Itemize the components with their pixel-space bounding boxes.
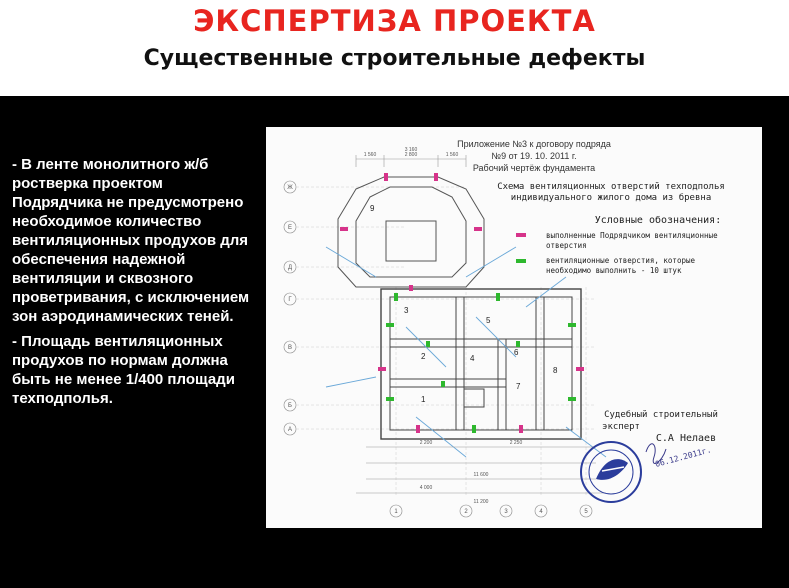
legend-title: Условные обозначения: (595, 214, 721, 226)
room-2: 2 (421, 352, 426, 361)
axis-label-3: 3 (504, 509, 508, 515)
room-numbers: 3 2 1 4 5 6 7 8 9 (370, 204, 558, 404)
room-7: 7 (516, 382, 521, 391)
legend-existing-line-2: отверстия (546, 241, 587, 250)
defects-text: - В ленте монолитного ж/б ростверка прое… (12, 155, 250, 414)
dim-top-3: 2 800 (405, 152, 418, 158)
dim-bottom-3: 4 000 (420, 485, 433, 491)
room-1: 3 (404, 306, 409, 315)
bay-foundation (337, 176, 485, 288)
room-8: 8 (553, 366, 558, 375)
legend-required-line-2: необходимо выполнить - 10 штук (546, 266, 682, 275)
room-9: 9 (370, 204, 375, 213)
appendix-line-3: Рабочий чертёж фундамента (473, 163, 595, 173)
axis-label-v: В (288, 345, 292, 351)
room-5: 5 (486, 316, 491, 325)
airflow-arrows (325, 246, 607, 458)
scheme-title-line-1: Схема вентиляционных отверстий техподпол… (497, 182, 725, 192)
legend-swatch-required (516, 259, 526, 263)
dim-top-1: 1 560 (364, 152, 377, 158)
expert-stamp (580, 441, 642, 503)
axis-label-a: А (288, 427, 292, 433)
dim-bottom-1: 2 200 (420, 440, 433, 446)
room-3: 1 (421, 395, 426, 404)
scheme-title-line-2: индивидуального жилого дома из бревна (511, 192, 711, 203)
dim-bottom-5: 11 200 (474, 499, 489, 505)
slide-header: ЭКСПЕРТИЗА ПРОЕКТА Существенные строител… (0, 0, 789, 96)
left-axis-markers: Ж Е Д Г В Б А (283, 180, 297, 436)
foundation-drawing: Приложение №3 к договору подряда №9 от 1… (266, 127, 762, 528)
axis-label-g: Г (288, 297, 292, 303)
dim-bottom-4: 11 600 (474, 472, 489, 478)
defect-item-area: - Площадь вентиляционных продухов по нор… (12, 333, 235, 407)
dim-bottom-2: 2 250 (510, 440, 523, 446)
expert-line-2: эксперт (602, 422, 640, 432)
appendix-line-2: №9 от 19. 10. 2011 г. (491, 151, 576, 161)
axis-label-e: Е (288, 225, 292, 231)
room-4: 4 (470, 354, 475, 363)
defect-item-ventilation: - В ленте монолитного ж/б ростверка прое… (12, 156, 250, 325)
axis-label-d: Д (288, 265, 292, 271)
bottom-axis-markers: 1 2 3 4 5 (389, 504, 593, 518)
dim-top-2: 3 160 (405, 147, 418, 153)
room-6: 6 (514, 348, 519, 357)
top-dimension-lines (355, 155, 467, 167)
slide-subtitle: Существенные строительные дефекты (143, 46, 646, 71)
expert-name: С.А Нелаев (656, 433, 716, 444)
axis-label-b: Б (288, 403, 292, 409)
slide-title: ЭКСПЕРТИЗА ПРОЕКТА (193, 4, 596, 38)
axis-label-zh: Ж (287, 185, 293, 191)
existing-vents (340, 173, 584, 433)
signature-mark (645, 443, 667, 464)
axis-label-4: 4 (539, 509, 543, 515)
axis-label-2: 2 (464, 509, 468, 515)
axis-label-1: 1 (394, 509, 398, 515)
axis-label-5: 5 (584, 509, 588, 515)
bottom-dimension-lines (356, 446, 606, 494)
required-vents (386, 293, 576, 433)
legend-swatch-existing (516, 233, 526, 237)
foundation-plan-svg: Приложение №3 к договору подряда №9 от 1… (283, 139, 725, 518)
main-foundation (380, 288, 582, 440)
expert-line-1: Судебный строительный (604, 409, 718, 420)
appendix-line-1: Приложение №3 к договору подряда (457, 139, 611, 149)
legend-required-line-1: вентиляционные отверстия, которые (546, 256, 695, 265)
dim-top-4: 1 560 (446, 152, 459, 158)
legend-existing-line-1: выполненные Подрядчиком вентиляционные (546, 231, 718, 240)
